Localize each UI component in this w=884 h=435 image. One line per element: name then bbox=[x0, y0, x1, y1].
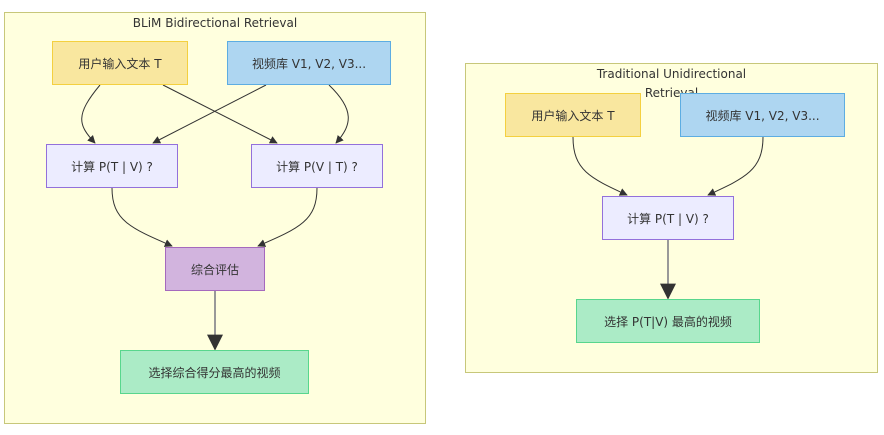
edge-user-to-pvt-left bbox=[162, 84, 278, 144]
cluster-title-unidirectional-line1: Traditional Unidirectional bbox=[596, 67, 747, 81]
edge-user-to-ptv-left bbox=[81, 84, 101, 144]
node-select-best-left[interactable]: 选择综合得分最高的视频 bbox=[120, 350, 309, 394]
node-select-best-right[interactable]: 选择 P(T|V) 最高的视频 bbox=[576, 299, 760, 343]
edge-video-to-pvt-left bbox=[328, 84, 349, 144]
edge-video-to-ptv-left bbox=[152, 84, 267, 144]
node-compute-p-t-given-v-right[interactable]: 计算 P(T | V) ? bbox=[602, 196, 734, 240]
node-user-input-right[interactable]: 用户输入文本 T bbox=[505, 93, 641, 137]
edge-pvt-to-eval-left bbox=[257, 187, 318, 247]
node-video-library-left[interactable]: 视频库 V1, V2, V3... bbox=[227, 41, 391, 85]
node-combined-evaluation[interactable]: 综合评估 bbox=[165, 247, 265, 291]
node-video-library-right[interactable]: 视频库 V1, V2, V3... bbox=[680, 93, 845, 137]
edge-user-to-ptv-right bbox=[572, 136, 628, 196]
node-compute-p-v-given-t-left[interactable]: 计算 P(V | T) ? bbox=[251, 144, 383, 188]
edge-video-to-ptv-right bbox=[707, 136, 764, 196]
node-user-input-left[interactable]: 用户输入文本 T bbox=[52, 41, 188, 85]
cluster-title-bidirectional: BLiM Bidirectional Retrieval bbox=[132, 16, 298, 30]
edge-ptv-to-eval-left bbox=[111, 187, 173, 247]
node-compute-p-t-given-v-left[interactable]: 计算 P(T | V) ? bbox=[46, 144, 178, 188]
